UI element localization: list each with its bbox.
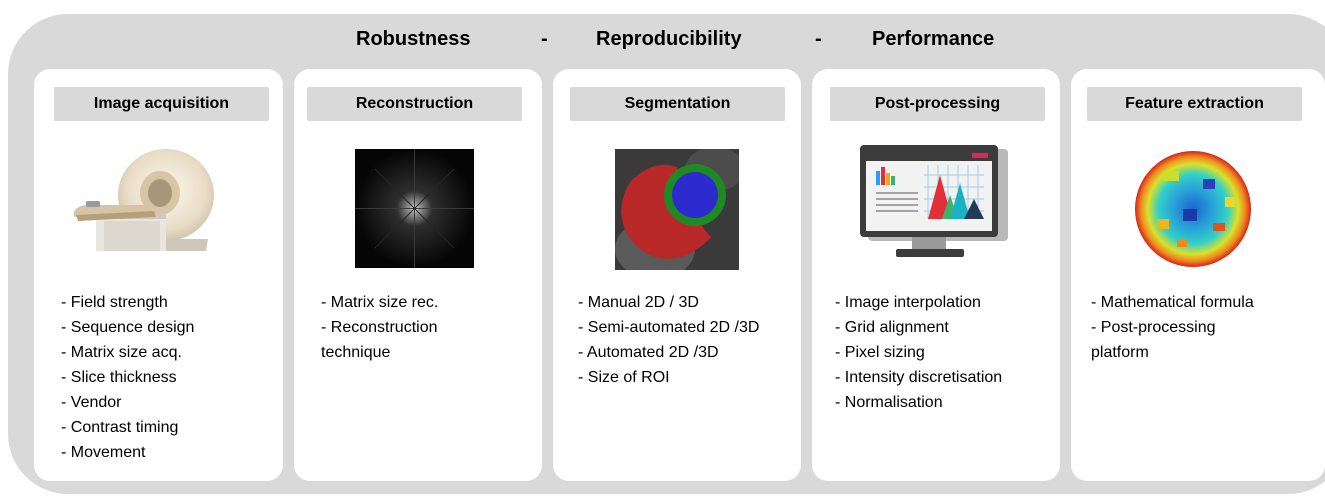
card-image-acquisition: Image acquisition - Field strength - Seq…: [34, 69, 283, 481]
parameter-list: - Mathematical formula - Post-processing…: [1091, 290, 1254, 365]
list-item: - Post-processing: [1091, 319, 1216, 336]
list-item: - Size of ROI: [578, 369, 670, 386]
header-performance: Performance: [872, 28, 995, 50]
list-item: - Normalisation: [835, 394, 943, 411]
card-title: Image acquisition: [54, 87, 269, 121]
list-item: - Image interpolation: [835, 294, 981, 311]
card-title: Segmentation: [570, 87, 785, 121]
header-separator-1: -: [541, 28, 548, 50]
list-item: - Semi-automated 2D /3D: [578, 319, 760, 336]
header-robustness: Robustness: [356, 28, 471, 50]
list-item: - Grid alignment: [835, 319, 949, 336]
list-item: - Matrix size rec.: [321, 294, 439, 311]
parameter-list: - Image interpolation - Grid alignment -…: [835, 290, 1002, 415]
mri-scanner-icon: [73, 149, 214, 251]
list-item: - Reconstruction: [321, 319, 438, 336]
header: Robustness - Reproducibility - Performan…: [0, 28, 1325, 58]
feature-heatmap-icon: [1133, 149, 1253, 270]
list-item: technique: [321, 344, 391, 361]
parameter-list: - Matrix size rec. - Reconstruction tech…: [321, 290, 438, 365]
card-post-processing: Post-processing: [812, 69, 1060, 481]
header-separator-2: -: [815, 28, 822, 50]
list-item: - Contrast timing: [61, 419, 179, 436]
list-item: - Manual 2D / 3D: [578, 294, 699, 311]
card-title: Feature extraction: [1087, 87, 1302, 121]
list-item: platform: [1091, 344, 1149, 361]
list-item: - Automated 2D /3D: [578, 344, 719, 361]
parameter-list: - Manual 2D / 3D - Semi-automated 2D /3D…: [578, 290, 759, 390]
card-segmentation: Segmentation - Manual 2D / 3D - Semi-aut…: [553, 69, 801, 481]
list-item: - Field strength: [61, 294, 168, 311]
list-item: - Intensity discretisation: [835, 369, 1003, 386]
list-item: - Pixel sizing: [835, 344, 925, 361]
card-title: Post-processing: [830, 87, 1045, 121]
parameter-list: - Field strength - Sequence design - Mat…: [61, 290, 194, 465]
monitor-chart-icon: [860, 145, 1008, 257]
k-space-image-icon: [355, 149, 474, 268]
list-item: - Vendor: [61, 394, 122, 411]
list-item: - Mathematical formula: [1091, 294, 1254, 311]
list-item: - Matrix size acq.: [61, 344, 182, 361]
list-item: - Sequence design: [61, 319, 195, 336]
list-item: - Movement: [61, 444, 146, 461]
card-feature-extraction: Feature extraction - Mathematical formul…: [1071, 69, 1325, 481]
cardiac-segmentation-image-icon: [615, 149, 739, 270]
card-title: Reconstruction: [307, 87, 522, 121]
list-item: - Slice thickness: [61, 369, 177, 386]
header-reproducibility: Reproducibility: [596, 28, 742, 50]
card-reconstruction: Reconstruction - Matrix size rec. - Reco…: [294, 69, 542, 481]
